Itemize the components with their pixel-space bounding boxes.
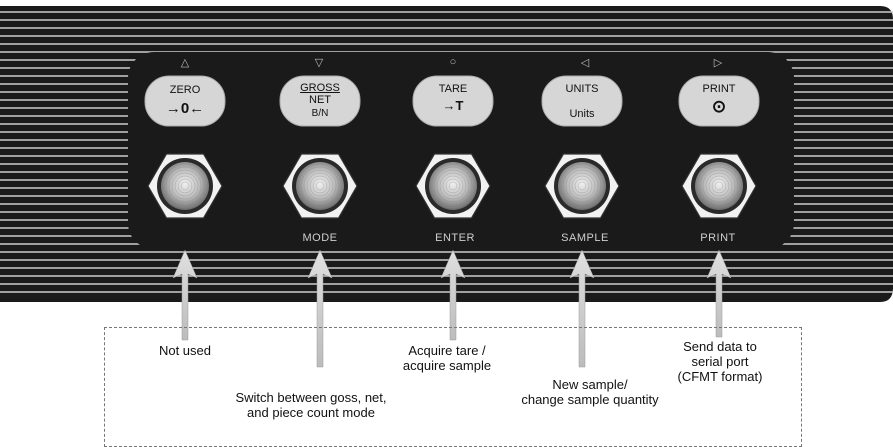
tare-symbol-icon: →T — [442, 98, 464, 113]
button-groove — [708, 175, 730, 197]
callout-send-line3: (CFMT format) — [677, 369, 763, 384]
button-groove — [430, 163, 476, 209]
zero-symbol-icon: →0← — [165, 100, 205, 117]
callout-acquire-line2: acquire sample — [402, 358, 492, 373]
pointer-arrow-print — [706, 249, 732, 338]
button-groove — [177, 178, 193, 194]
button-groove — [565, 169, 599, 203]
button-gross[interactable] — [296, 162, 344, 210]
callout-acquire: Acquire tare / acquire sample — [382, 343, 512, 373]
button-groove — [174, 175, 196, 197]
button-groove — [303, 169, 337, 203]
callout-switch-line2: and piece count mode — [247, 405, 375, 420]
indicator-gross: ▽ — [314, 57, 324, 69]
tare-key-label: TARE — [438, 83, 468, 95]
units-sub-label: Units — [569, 108, 595, 120]
button-groove — [306, 172, 334, 200]
callout-acquire-line1: Acquire tare / — [408, 343, 486, 358]
button-groove — [577, 181, 587, 191]
button-groove — [696, 163, 742, 209]
sample-label: SAMPLE — [561, 232, 609, 244]
button-groove — [714, 181, 724, 191]
button-groove — [168, 169, 202, 203]
mode-label: MODE — [302, 232, 338, 244]
button-groove — [442, 175, 464, 197]
callout-new-sample-line2: change sample quantity — [521, 392, 659, 407]
indicator-print: ▷ — [713, 57, 723, 69]
indicator-units: ◁ — [580, 57, 590, 69]
button-groove — [436, 169, 470, 203]
button-groove — [568, 172, 596, 200]
units-key-label: UNITS — [565, 83, 599, 95]
pointer-arrow-units — [569, 249, 595, 368]
print-key-label: PRINT — [702, 83, 736, 95]
key-face-zero[interactable] — [144, 75, 226, 127]
net-key-label: NET — [309, 94, 331, 106]
button-groove — [705, 172, 733, 200]
callout-switch-line1: Switch between goss, net, — [235, 390, 387, 405]
button-tare[interactable] — [429, 162, 477, 210]
pointer-arrow-zero — [172, 249, 198, 341]
button-groove — [439, 172, 467, 200]
button-print[interactable] — [695, 162, 743, 210]
gross-key-label: GROSS — [300, 82, 340, 94]
callout-not-used: Not used — [158, 343, 212, 358]
button-groove — [171, 172, 199, 200]
key-face-gross[interactable] — [279, 75, 361, 127]
key-face-print[interactable] — [678, 75, 760, 127]
button-groove — [559, 163, 605, 209]
callout-switch-mode: Switch between goss, net, and piece coun… — [196, 390, 426, 420]
button-groove — [162, 163, 208, 209]
key-face-units[interactable] — [541, 75, 623, 127]
button-groove — [562, 166, 602, 206]
callout-send-line2: serial port — [691, 354, 749, 369]
button-groove — [297, 163, 343, 209]
indicator-zero: △ — [180, 57, 190, 69]
enter-label: ENTER — [435, 232, 475, 244]
button-groove — [312, 178, 328, 194]
button-groove — [165, 166, 205, 206]
callout-new-sample-line1: New sample/ — [552, 377, 628, 392]
button-units[interactable] — [558, 162, 606, 210]
button-groove — [315, 181, 325, 191]
button-groove — [300, 166, 340, 206]
button-groove — [445, 178, 461, 194]
button-groove — [711, 178, 727, 194]
button-zero[interactable] — [161, 162, 209, 210]
bn-key-label: B/N — [311, 108, 329, 119]
callout-new-sample: New sample/ change sample quantity — [505, 377, 675, 407]
button-groove — [448, 181, 458, 191]
pointer-arrow-gross — [307, 249, 333, 368]
button-groove — [574, 178, 590, 194]
print-label: PRINT — [700, 232, 736, 244]
pointer-arrow-tare — [440, 249, 466, 341]
button-groove — [571, 175, 593, 197]
zero-key-label: ZERO — [169, 84, 201, 96]
indicator-tare: ○ — [449, 56, 457, 68]
callout-send-data: Send data to serial port (CFMT format) — [650, 339, 790, 384]
keypad-panel — [0, 6, 893, 368]
button-groove — [309, 175, 331, 197]
print-symbol-icon: ⊙ — [711, 97, 727, 116]
callout-send-line1: Send data to — [683, 339, 757, 354]
key-face-tare[interactable] — [412, 75, 494, 127]
button-groove — [699, 166, 739, 206]
button-groove — [180, 181, 190, 191]
button-groove — [433, 166, 473, 206]
button-groove — [702, 169, 736, 203]
